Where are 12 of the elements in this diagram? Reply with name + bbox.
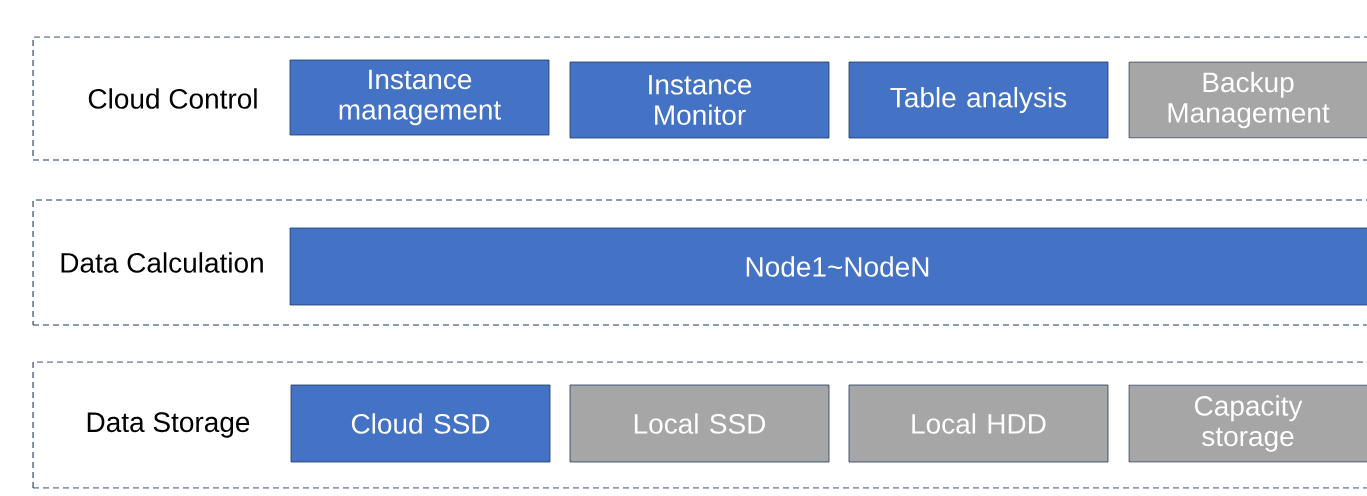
component-box: Instance Monitor	[569, 61, 830, 139]
component-box: Local HDD	[848, 384, 1109, 463]
band-label: Data Storage	[87, 412, 250, 438]
component-box: Capacity storage	[1128, 384, 1367, 463]
component-box: Node1~NodeN	[289, 227, 1367, 306]
component-box: Instance management	[289, 59, 550, 136]
band-label: Data Calculation	[61, 252, 263, 273]
component-box: Table analysis	[848, 61, 1109, 139]
component-box: Local SSD	[569, 384, 830, 463]
component-box: Backup Management	[1128, 61, 1367, 139]
band-label: Cloud Control	[88, 88, 257, 109]
component-box: Cloud SSD	[290, 384, 551, 463]
